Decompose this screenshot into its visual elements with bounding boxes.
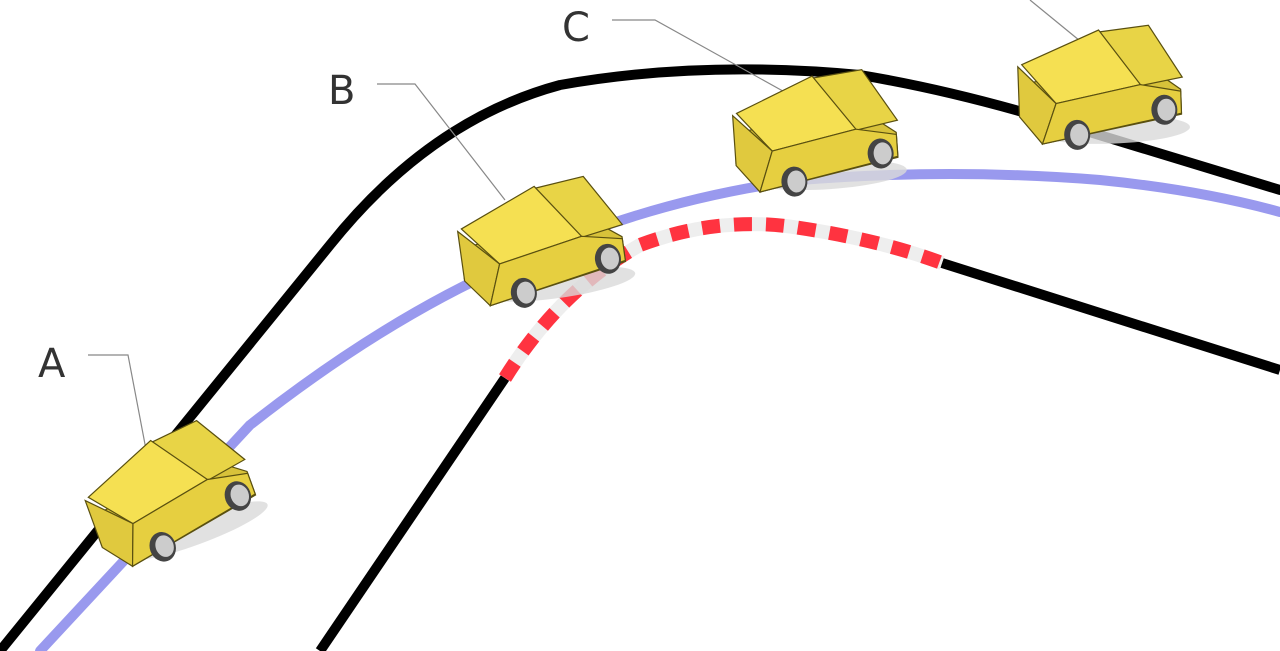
car-b [451,170,639,317]
driving-line [35,169,1280,651]
car-c [729,66,909,202]
road-inner-edge-left [315,375,510,651]
leader-line-d [1029,0,1086,46]
road-outer-edge [0,64,1280,651]
label-c: C [562,5,590,51]
car-d [1015,23,1192,153]
road-inner-edge-right [940,258,1280,375]
label-b: B [328,68,356,114]
label-a: A [38,341,66,387]
leader-line-c [612,19,791,96]
leader-line-a [88,354,149,461]
curb-red [499,217,945,382]
leader-line-b [377,83,506,201]
